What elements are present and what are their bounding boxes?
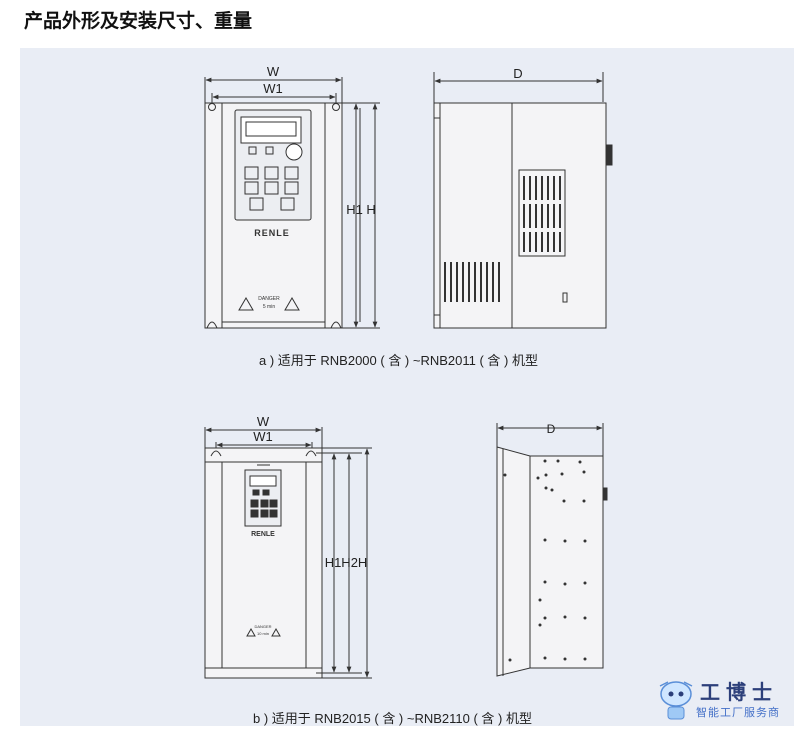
diagram-b-warning-title: DANGER [254,624,271,629]
diagram-b-front-view [204,427,372,679]
diagram-b-dim-h: H1H2H [325,555,368,570]
diagram-a-dim-w: W [267,64,280,79]
robot-mascot-icon [659,681,693,720]
diagram-a-brand: RENLE [254,228,290,238]
diagram-a-dim-d: D [513,66,522,81]
diagram-b-dim-w: W [257,414,270,429]
diagram-panel [20,48,794,726]
watermark-logo: 工博士 智能工厂服务商 [656,676,794,726]
diagram-a-front-view [204,77,380,329]
page-title: 产品外形及安装尺寸、重量 [24,10,253,32]
diagram-b-caption: b ) 适用于 RNB2015 ( 含 ) ~RNB2110 ( 含 ) 机型 [253,711,532,726]
diagram-b-dim-d: D [547,422,556,436]
diagram-b-warning-text: 10 min [257,631,269,636]
diagram-a-warning-title: DANGER [258,296,280,302]
diagram-a-side-view [433,72,613,329]
diagram-a-caption: a ) 适用于 RNB2000 ( 含 ) ~RNB2011 ( 含 ) 机型 [259,353,538,368]
diagram-a-dim-w1: W1 [263,81,283,96]
diagram-b-dim-w1: W1 [253,429,273,444]
diagram-b-side-view [496,423,608,677]
watermark-subtitle: 智能工厂服务商 [696,706,780,719]
watermark-name: 工博士 [700,680,778,704]
diagram-b-side-dots [503,459,587,662]
diagram-b-brand: RENLE [251,531,275,538]
diagram-a-dim-h: H1 H [346,202,376,217]
diagram-a-warning-text: 5 min [263,304,275,310]
